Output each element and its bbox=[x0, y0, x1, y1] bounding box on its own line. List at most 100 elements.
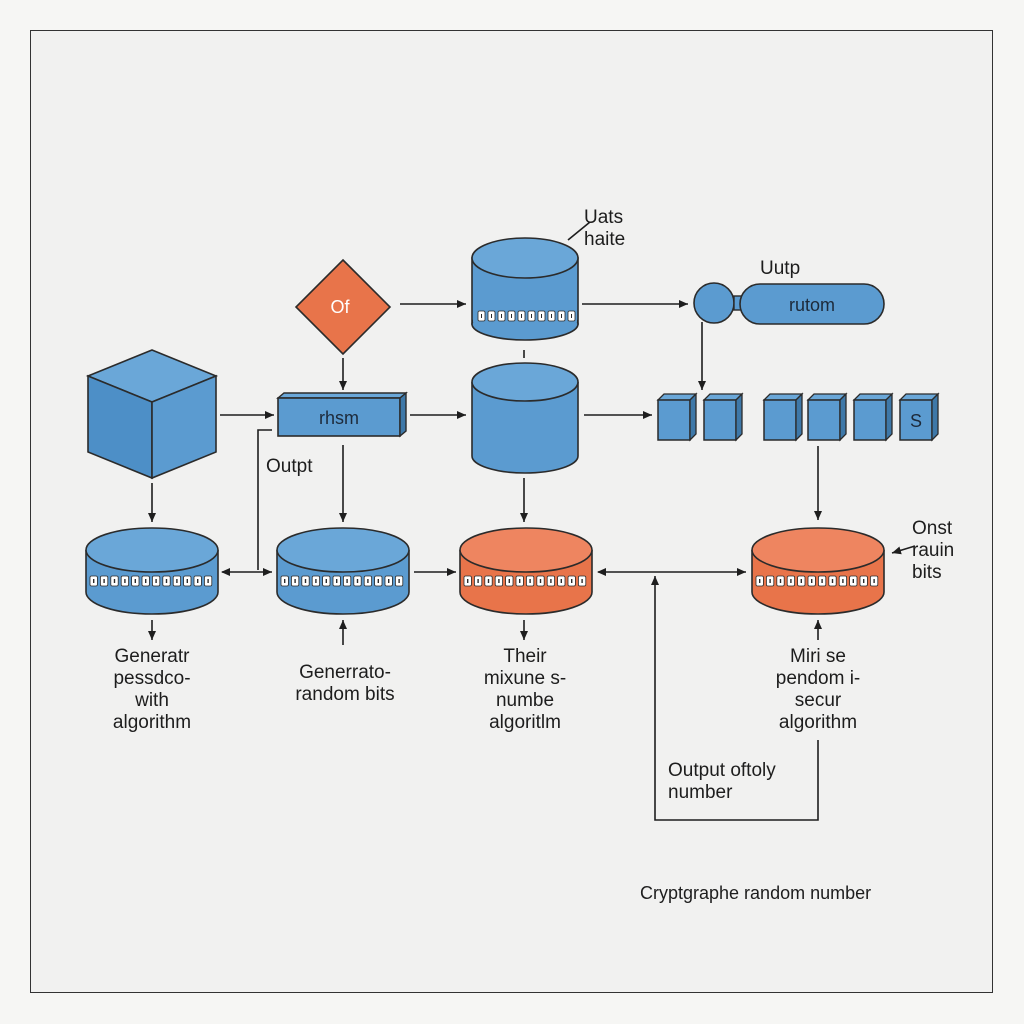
bit-mark bbox=[377, 579, 379, 583]
gen1-label: Generatr pessdco- with algorithm bbox=[112, 646, 192, 733]
bit-mark bbox=[571, 314, 572, 318]
output-left-label: Outpt bbox=[266, 456, 313, 477]
diagram-frame bbox=[30, 30, 993, 993]
bit-mark bbox=[519, 579, 521, 583]
bit-mark bbox=[336, 579, 338, 583]
bit-mark bbox=[790, 579, 792, 583]
bit-mark bbox=[498, 579, 500, 583]
bit-mark bbox=[529, 579, 531, 583]
bit-mark bbox=[800, 579, 802, 583]
top-right-note: Uats haite bbox=[584, 207, 626, 250]
bit-mark bbox=[113, 579, 116, 583]
output-box-label: Output oftoly number bbox=[668, 760, 776, 803]
bit-mark bbox=[811, 579, 813, 583]
left-cube bbox=[85, 349, 219, 480]
small-cube bbox=[852, 392, 894, 442]
bit-mark bbox=[165, 579, 168, 583]
bit-row bbox=[89, 575, 213, 587]
bit-mark bbox=[294, 579, 296, 583]
bit-mark bbox=[501, 314, 502, 318]
bit-mark bbox=[571, 579, 573, 583]
bit-mark bbox=[315, 579, 317, 583]
capsule-label: rutom bbox=[789, 295, 835, 315]
bit-mark bbox=[197, 579, 199, 583]
secure-label: Miri se pendom i- secur algorithm bbox=[775, 646, 861, 733]
right-note: Onst rauin bits bbox=[912, 518, 955, 583]
diamond-label: Of bbox=[330, 297, 350, 317]
bit-mark bbox=[367, 579, 369, 583]
bit-row bbox=[280, 575, 404, 587]
disk-generator-random bbox=[276, 527, 410, 615]
loop-output-to-mix bbox=[651, 576, 819, 821]
cube-row: S bbox=[656, 392, 940, 442]
disk-secure bbox=[751, 527, 885, 615]
small-cube-label: S bbox=[910, 411, 922, 431]
bit-mark bbox=[779, 579, 782, 583]
bit-mark bbox=[541, 314, 542, 318]
bit-mark bbox=[821, 579, 823, 583]
disk-mixing bbox=[459, 527, 593, 615]
bit-mark bbox=[842, 579, 844, 583]
bit-mark bbox=[134, 579, 136, 583]
diamond-decision: Of bbox=[294, 258, 392, 356]
bar-label: rhsm bbox=[319, 408, 359, 428]
arrow-note-to-secure bbox=[891, 545, 916, 555]
disk-row bbox=[85, 527, 885, 615]
bit-mark bbox=[508, 579, 510, 583]
small-cube bbox=[656, 392, 698, 442]
capsule-node: rutom bbox=[693, 282, 885, 325]
bit-mark bbox=[467, 579, 469, 583]
capsule-title: Uutp bbox=[760, 258, 801, 279]
gen2-label: Generrato- random bits bbox=[295, 662, 395, 705]
bit-mark bbox=[176, 579, 178, 583]
leader-top-note bbox=[567, 221, 591, 241]
bit-row bbox=[755, 575, 879, 587]
bit-mark bbox=[207, 579, 209, 583]
bit-mark bbox=[398, 579, 400, 583]
bit-mark bbox=[124, 579, 126, 583]
bit-mark bbox=[325, 579, 327, 583]
bit-mark bbox=[560, 579, 562, 583]
bit-mark bbox=[93, 579, 95, 583]
bit-mark bbox=[561, 314, 562, 318]
bit-mark bbox=[759, 579, 761, 583]
bit-mark bbox=[873, 579, 875, 583]
bit-mark bbox=[477, 579, 479, 583]
small-cube: S bbox=[898, 392, 940, 442]
bit-mark bbox=[769, 579, 771, 583]
bit-mark bbox=[186, 579, 188, 583]
bit-mark bbox=[487, 579, 490, 583]
bit-mark bbox=[831, 579, 834, 583]
bit-mark bbox=[356, 579, 359, 583]
mix-label: Their mixune s- numbe algoritlm bbox=[483, 646, 567, 733]
caption: Cryptgraphe random number bbox=[640, 883, 872, 903]
bit-mark bbox=[103, 579, 105, 583]
bit-row bbox=[463, 575, 587, 587]
bit-mark bbox=[155, 579, 157, 583]
bit-mark bbox=[551, 314, 552, 318]
connectors bbox=[148, 221, 916, 821]
bit-mark bbox=[581, 579, 583, 583]
bit-mark bbox=[284, 579, 286, 583]
bit-row bbox=[477, 310, 576, 322]
bit-mark bbox=[145, 579, 147, 583]
small-cube bbox=[806, 392, 848, 442]
bit-mark bbox=[346, 579, 348, 583]
process-bar: rhsm bbox=[276, 391, 408, 438]
bit-mark bbox=[539, 579, 542, 583]
bit-mark bbox=[852, 579, 854, 583]
bit-mark bbox=[491, 314, 492, 318]
bit-mark bbox=[531, 314, 532, 318]
small-cube bbox=[762, 392, 804, 442]
bracket-left-feedback bbox=[257, 429, 272, 570]
small-cube bbox=[702, 392, 744, 442]
disk-generator-pseudo bbox=[85, 527, 219, 615]
bit-mark bbox=[521, 314, 522, 318]
bit-mark bbox=[304, 579, 307, 583]
bit-mark bbox=[550, 579, 552, 583]
bit-mark bbox=[388, 579, 390, 583]
bit-mark bbox=[511, 314, 512, 318]
bit-mark bbox=[863, 579, 865, 583]
top-cylinder bbox=[471, 237, 579, 341]
